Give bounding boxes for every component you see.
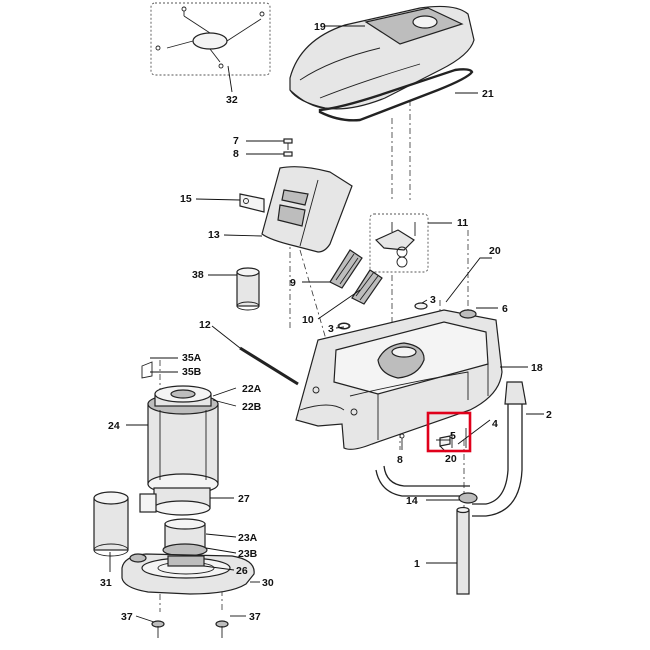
part-10-filter [338, 269, 383, 329]
part-13-front-shroud [261, 166, 353, 253]
part-19-top-cover [289, 5, 475, 110]
part-3-ring-left [337, 322, 351, 330]
callout-14: 14 [406, 495, 418, 507]
callout-15: 15 [180, 193, 192, 205]
callout-30: 30 [262, 577, 274, 589]
part-24-motor [147, 393, 219, 495]
callout-37-left: 37 [121, 611, 133, 623]
leader-lines [109, 25, 544, 623]
callout-35b: 35B [182, 366, 202, 378]
callout-19: 19 [314, 21, 326, 33]
callout-27: 27 [238, 493, 250, 505]
callout-31: 31 [100, 577, 112, 589]
callout-21: 21 [482, 88, 494, 100]
callout-26: 26 [236, 565, 248, 577]
part-1-down-tube [456, 506, 470, 595]
part-32-fastener-kit [150, 2, 271, 76]
callout-3-left: 3 [328, 323, 334, 335]
callout-12: 12 [199, 319, 211, 331]
callout-10: 10 [302, 314, 314, 326]
callout-22b: 22B [242, 401, 262, 413]
callout-37-right: 37 [249, 611, 261, 623]
part-23-coupling [162, 518, 208, 557]
callout-22a: 22A [242, 383, 262, 395]
part-6-cap [459, 309, 477, 319]
callout-2: 2 [546, 409, 552, 421]
callout-38: 38 [192, 269, 204, 281]
part-37-screws [151, 620, 229, 638]
part-22-motor-cap [154, 385, 212, 407]
callout-23a: 23A [238, 532, 258, 544]
part-31-filter-cylinder [93, 491, 147, 563]
callout-8-top: 8 [233, 148, 239, 160]
part-14-elbow-tube [375, 465, 478, 504]
parts-7-8-screws [283, 138, 293, 157]
callout-5: 5 [450, 430, 456, 442]
callout-32: 32 [226, 94, 238, 106]
part-26-adapter [167, 555, 205, 567]
callout-20-bottom: 20 [445, 453, 457, 465]
callout-24: 24 [108, 420, 120, 432]
callout-20-top: 20 [489, 245, 501, 257]
callout-7: 7 [233, 135, 239, 147]
part-27-fan-housing [139, 487, 211, 516]
part-9-filter [329, 249, 363, 289]
callout-3-top: 3 [430, 294, 436, 306]
part-21-gasket [318, 68, 474, 122]
part-30-base-plate [121, 553, 255, 595]
callout-6: 6 [502, 303, 508, 315]
callout-35a: 35A [182, 352, 202, 364]
callout-labels: 19 21 32 7 8 15 13 11 20 38 9 10 3 6 12 … [100, 21, 552, 623]
highlight-box [426, 411, 472, 453]
callout-23b: 23B [238, 548, 258, 560]
part-2-hose [472, 381, 527, 517]
callout-13: 13 [208, 229, 220, 241]
callout-11: 11 [457, 217, 468, 229]
callout-4: 4 [492, 418, 498, 430]
part-11-bracket-kit [369, 213, 429, 273]
callout-1: 1 [414, 558, 420, 570]
parts-35-clip [141, 361, 153, 379]
part-15-badge [239, 193, 265, 213]
part-8-screw-lower [399, 433, 405, 450]
part-18-tank-housing [295, 309, 503, 450]
parts-4-5-20-drain-elbow [439, 428, 467, 448]
part-3-grommet-top [414, 302, 428, 310]
callout-18: 18 [531, 362, 543, 374]
part-38-cylinder [236, 267, 260, 311]
part-12-rod [239, 346, 299, 386]
callout-8-bottom: 8 [397, 454, 403, 466]
callout-9: 9 [290, 277, 296, 289]
